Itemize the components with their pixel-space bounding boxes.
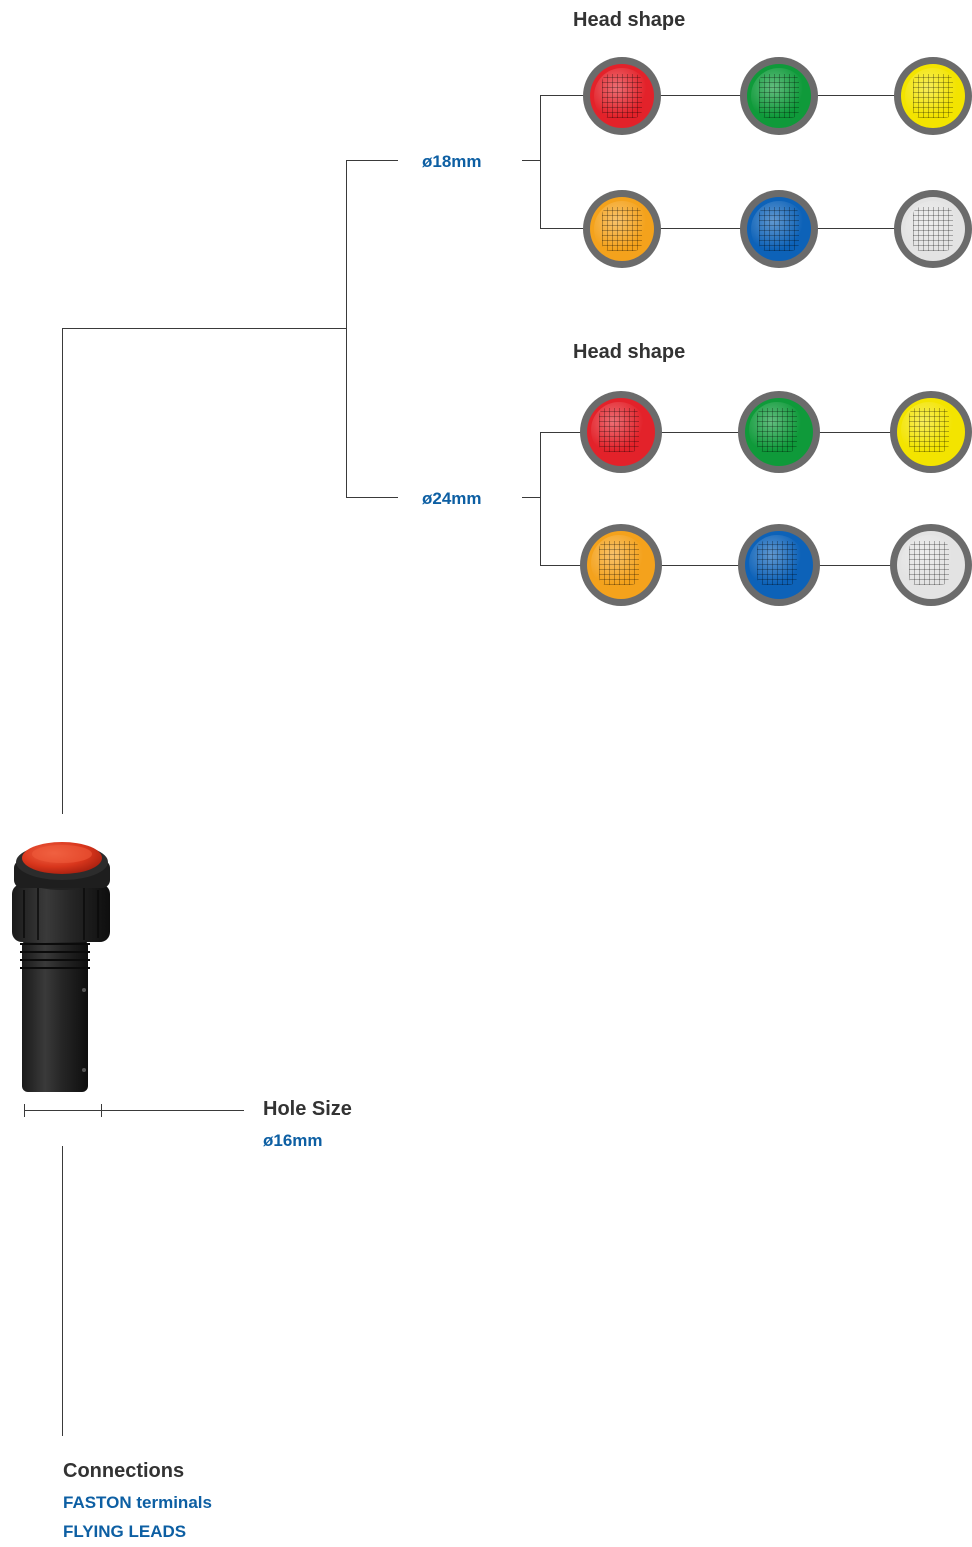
knob-18-yellow [894,57,972,135]
knob-face [747,197,811,261]
pilot-light-device [12,842,110,1092]
trunk-line [62,328,63,814]
size-split-line [346,160,347,498]
split-line-18 [540,95,541,228]
size-label-18: ø18mm [422,152,482,171]
branch-line-18 [346,160,398,161]
knob-face [901,64,965,128]
connection-flying-leads: FLYING LEADS [63,1522,187,1541]
knob-face [587,398,655,466]
connections-label: Connections [63,1460,185,1482]
knob-face [590,197,654,261]
split-line-24 [540,432,541,565]
knob-face [897,398,965,466]
connection-faston: FASTON terminals [63,1493,212,1512]
knob-18-red [583,57,661,135]
connector-18 [522,160,540,161]
knob-face [587,531,655,599]
branch-line-24 [346,497,398,498]
knob-18-white [894,190,972,268]
knob-18-green [740,57,818,135]
size-label-24: ø24mm [422,489,482,508]
hole-tick-right [101,1104,102,1117]
knob-face [747,64,811,128]
knob-face [901,197,965,261]
knob-24-yellow [890,391,972,473]
knob-24-red [580,391,662,473]
knob-24-blue [738,524,820,606]
knob-face [590,64,654,128]
knob-face [745,398,813,466]
connector-24 [522,497,540,498]
knob-18-blue [740,190,818,268]
hole-dimension-line [24,1110,244,1111]
trunk-branch-line [62,328,346,329]
knob-face [897,531,965,599]
hole-tick-left [24,1104,25,1117]
hole-size-label: Hole Size [263,1098,352,1120]
knob-24-orange [580,524,662,606]
knob-24-green [738,391,820,473]
knob-24-white [890,524,972,606]
knob-face [745,531,813,599]
knob-18-orange [583,190,661,268]
head-shape-title-18: Head shape [573,9,686,31]
head-shape-title-24: Head shape [573,341,686,363]
hole-size-value: ø16mm [263,1131,323,1150]
connections-line [62,1146,63,1436]
